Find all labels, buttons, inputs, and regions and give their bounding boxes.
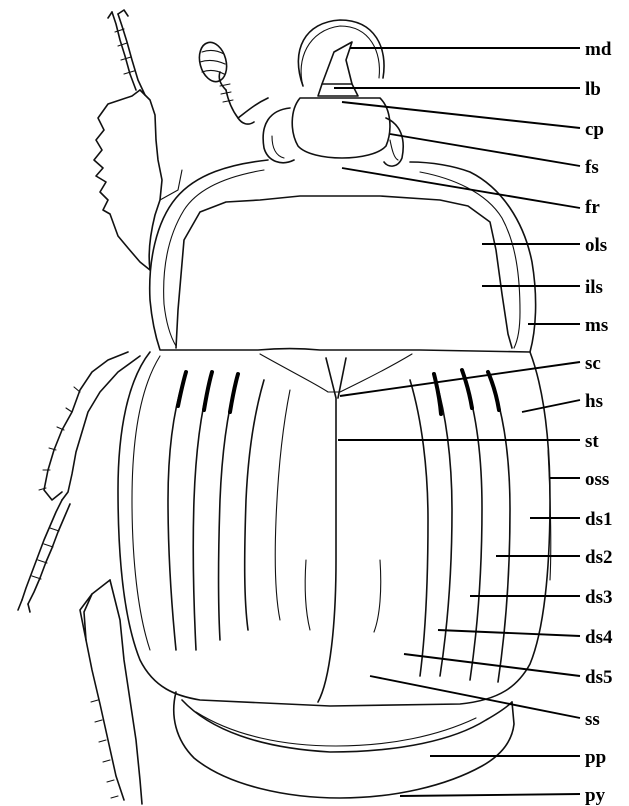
label-ols: ols bbox=[585, 235, 607, 256]
label-ils: ils bbox=[585, 277, 603, 298]
pronotum bbox=[150, 160, 536, 352]
label-py: py bbox=[585, 785, 606, 806]
part-labels: md lb cp fs fr ols ils ms sc hs st oss d… bbox=[585, 39, 613, 806]
label-pp: pp bbox=[585, 747, 606, 768]
head bbox=[263, 20, 403, 166]
label-md: md bbox=[585, 39, 612, 60]
label-lb: lb bbox=[585, 79, 601, 100]
leader-lines bbox=[334, 48, 580, 796]
leader-ds4 bbox=[438, 630, 580, 636]
leader-cp bbox=[342, 102, 580, 128]
label-ds1: ds1 bbox=[585, 509, 612, 530]
leader-fs bbox=[390, 134, 580, 166]
label-ss: ss bbox=[585, 709, 600, 730]
leader-ss bbox=[370, 676, 580, 718]
label-cp: cp bbox=[585, 119, 604, 140]
leader-py bbox=[400, 794, 580, 796]
pygidium-region bbox=[174, 692, 514, 798]
label-ms: ms bbox=[585, 315, 608, 336]
label-oss: oss bbox=[585, 469, 609, 490]
label-ds5: ds5 bbox=[585, 667, 612, 688]
leader-hs bbox=[522, 400, 580, 412]
elytra bbox=[118, 352, 551, 706]
leader-ds5 bbox=[404, 654, 580, 676]
label-ds2: ds2 bbox=[585, 547, 612, 568]
fore-leg bbox=[94, 10, 182, 270]
label-ds4: ds4 bbox=[585, 627, 613, 648]
leader-sc bbox=[340, 362, 580, 396]
label-hs: hs bbox=[585, 391, 603, 412]
leader-fr bbox=[342, 168, 580, 208]
label-fr: fr bbox=[585, 197, 600, 218]
label-fs: fs bbox=[585, 157, 599, 178]
label-sc: sc bbox=[585, 353, 601, 374]
label-ds3: ds3 bbox=[585, 587, 612, 608]
antenna bbox=[195, 39, 268, 124]
label-st: st bbox=[585, 431, 599, 452]
beetle-illustration bbox=[18, 10, 551, 804]
hind-leg bbox=[80, 580, 142, 804]
